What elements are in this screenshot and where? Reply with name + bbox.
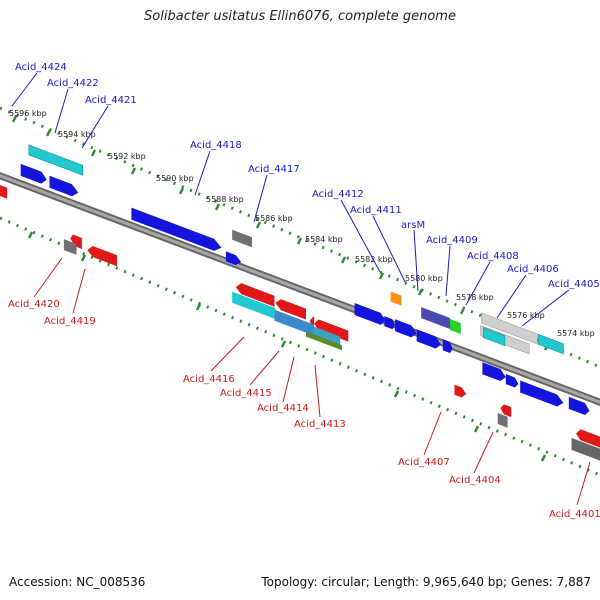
gene-cyan bbox=[28, 144, 84, 176]
gene-reverse bbox=[235, 283, 275, 307]
gene-forward bbox=[416, 329, 442, 349]
gene-label: Acid_4411 bbox=[350, 205, 402, 216]
map-title: Solibacter usitatus Ellin6076, complete … bbox=[144, 9, 456, 24]
tick-label: 5596 kbp bbox=[9, 109, 47, 118]
gene-label: Acid_4407 bbox=[398, 457, 450, 468]
lower-scale-track bbox=[0, 216, 600, 477]
gene-rna bbox=[571, 437, 600, 464]
gene-forward bbox=[520, 380, 564, 407]
tick-label: 5590 kbp bbox=[156, 174, 194, 183]
tick-label: 5574 kbp bbox=[557, 329, 595, 338]
genome-stats-text: Topology: circular; Length: 9,965,640 bp… bbox=[261, 575, 591, 589]
gene-reverse bbox=[500, 404, 512, 418]
tick-label: 5584 kbp bbox=[305, 235, 343, 244]
gene-label: Acid_4419 bbox=[44, 316, 96, 327]
gene-forward bbox=[442, 339, 453, 354]
gene-label: arsM bbox=[401, 220, 425, 231]
gene-label: Acid_4420 bbox=[8, 299, 60, 310]
gene-label: Acid_4422 bbox=[47, 78, 99, 89]
gene-label: Acid_4418 bbox=[190, 140, 242, 151]
gene-label: Acid_4401 bbox=[549, 509, 600, 520]
gene-forward bbox=[482, 362, 506, 382]
gene-forward bbox=[20, 163, 47, 184]
gene-rna bbox=[497, 413, 508, 428]
gene-rna bbox=[390, 291, 402, 306]
gene-label: Acid_4414 bbox=[257, 403, 309, 414]
gene-reverse bbox=[314, 319, 349, 342]
gene-reverse bbox=[454, 384, 467, 398]
gene-label: Acid_4405 bbox=[548, 279, 600, 290]
gene-forward bbox=[225, 251, 242, 266]
gene-cyan bbox=[537, 333, 564, 355]
gene-reverse bbox=[87, 246, 118, 267]
bottom-gene-labels: Acid_4420 Acid_4419 Acid_4416 Acid_4415 … bbox=[8, 299, 600, 520]
gene-label: Acid_4424 bbox=[15, 62, 67, 73]
gene-label: Acid_4415 bbox=[220, 388, 272, 399]
gene-label: Acid_4412 bbox=[312, 189, 364, 200]
top-leader-lines bbox=[11, 72, 570, 327]
gene-label: Acid_4417 bbox=[248, 164, 300, 175]
reverse-strand-genes bbox=[0, 185, 600, 464]
gene-label: Acid_4406 bbox=[507, 264, 559, 275]
gene-rna bbox=[450, 319, 461, 335]
gene-forward bbox=[505, 374, 519, 388]
top-gene-labels: Acid_4424 Acid_4422 Acid_4421 Acid_4418 … bbox=[15, 62, 600, 290]
gene-label: Acid_4413 bbox=[294, 419, 346, 430]
gene-reverse bbox=[576, 429, 600, 449]
gene-label: Acid_4404 bbox=[449, 475, 501, 486]
gene-forward bbox=[354, 302, 386, 325]
gene-cyan bbox=[274, 309, 315, 336]
dna-backbone bbox=[0, 172, 600, 406]
tick-label: 5586 kbp bbox=[255, 214, 293, 223]
gene-cyan bbox=[483, 327, 506, 347]
gene-reverse bbox=[0, 185, 8, 199]
kbp-labels: 5596 kbp 5594 kbp 5592 kbp 5590 kbp 5588… bbox=[9, 109, 595, 338]
gene-label: Acid_4416 bbox=[183, 374, 235, 385]
accession-text: Accession: NC_008536 bbox=[9, 575, 146, 589]
tick-label: 5576 kbp bbox=[507, 311, 545, 320]
gene-rna bbox=[232, 229, 253, 248]
tick-label: 5582 kbp bbox=[355, 255, 393, 264]
gene-cyan bbox=[232, 291, 276, 320]
gene-forward bbox=[131, 207, 222, 251]
gene-reverse bbox=[275, 299, 307, 320]
gene-forward bbox=[568, 396, 590, 416]
gene-forward bbox=[395, 319, 417, 338]
gene-forward bbox=[49, 175, 79, 197]
tick-label: 5592 kbp bbox=[108, 152, 146, 161]
gene-reverse bbox=[70, 234, 82, 249]
gene-cyan bbox=[481, 312, 538, 345]
gene-cyan bbox=[306, 331, 343, 351]
tick-label: 5588 kbp bbox=[206, 195, 244, 204]
gene-label: Acid_4421 bbox=[85, 95, 137, 106]
gene-rna bbox=[421, 307, 451, 330]
gene-label: Acid_4409 bbox=[426, 235, 478, 246]
tick-label: 5594 kbp bbox=[58, 130, 96, 139]
upper-scale-track bbox=[0, 106, 600, 369]
gene-label: Acid_4408 bbox=[467, 251, 519, 262]
forward-strand-genes bbox=[20, 144, 590, 416]
gene-rna bbox=[63, 239, 77, 255]
tick-label: 5580 kbp bbox=[405, 274, 443, 283]
gene-forward bbox=[384, 316, 396, 330]
tick-label: 5578 kbp bbox=[456, 293, 494, 302]
bottom-leader-lines bbox=[33, 257, 591, 506]
